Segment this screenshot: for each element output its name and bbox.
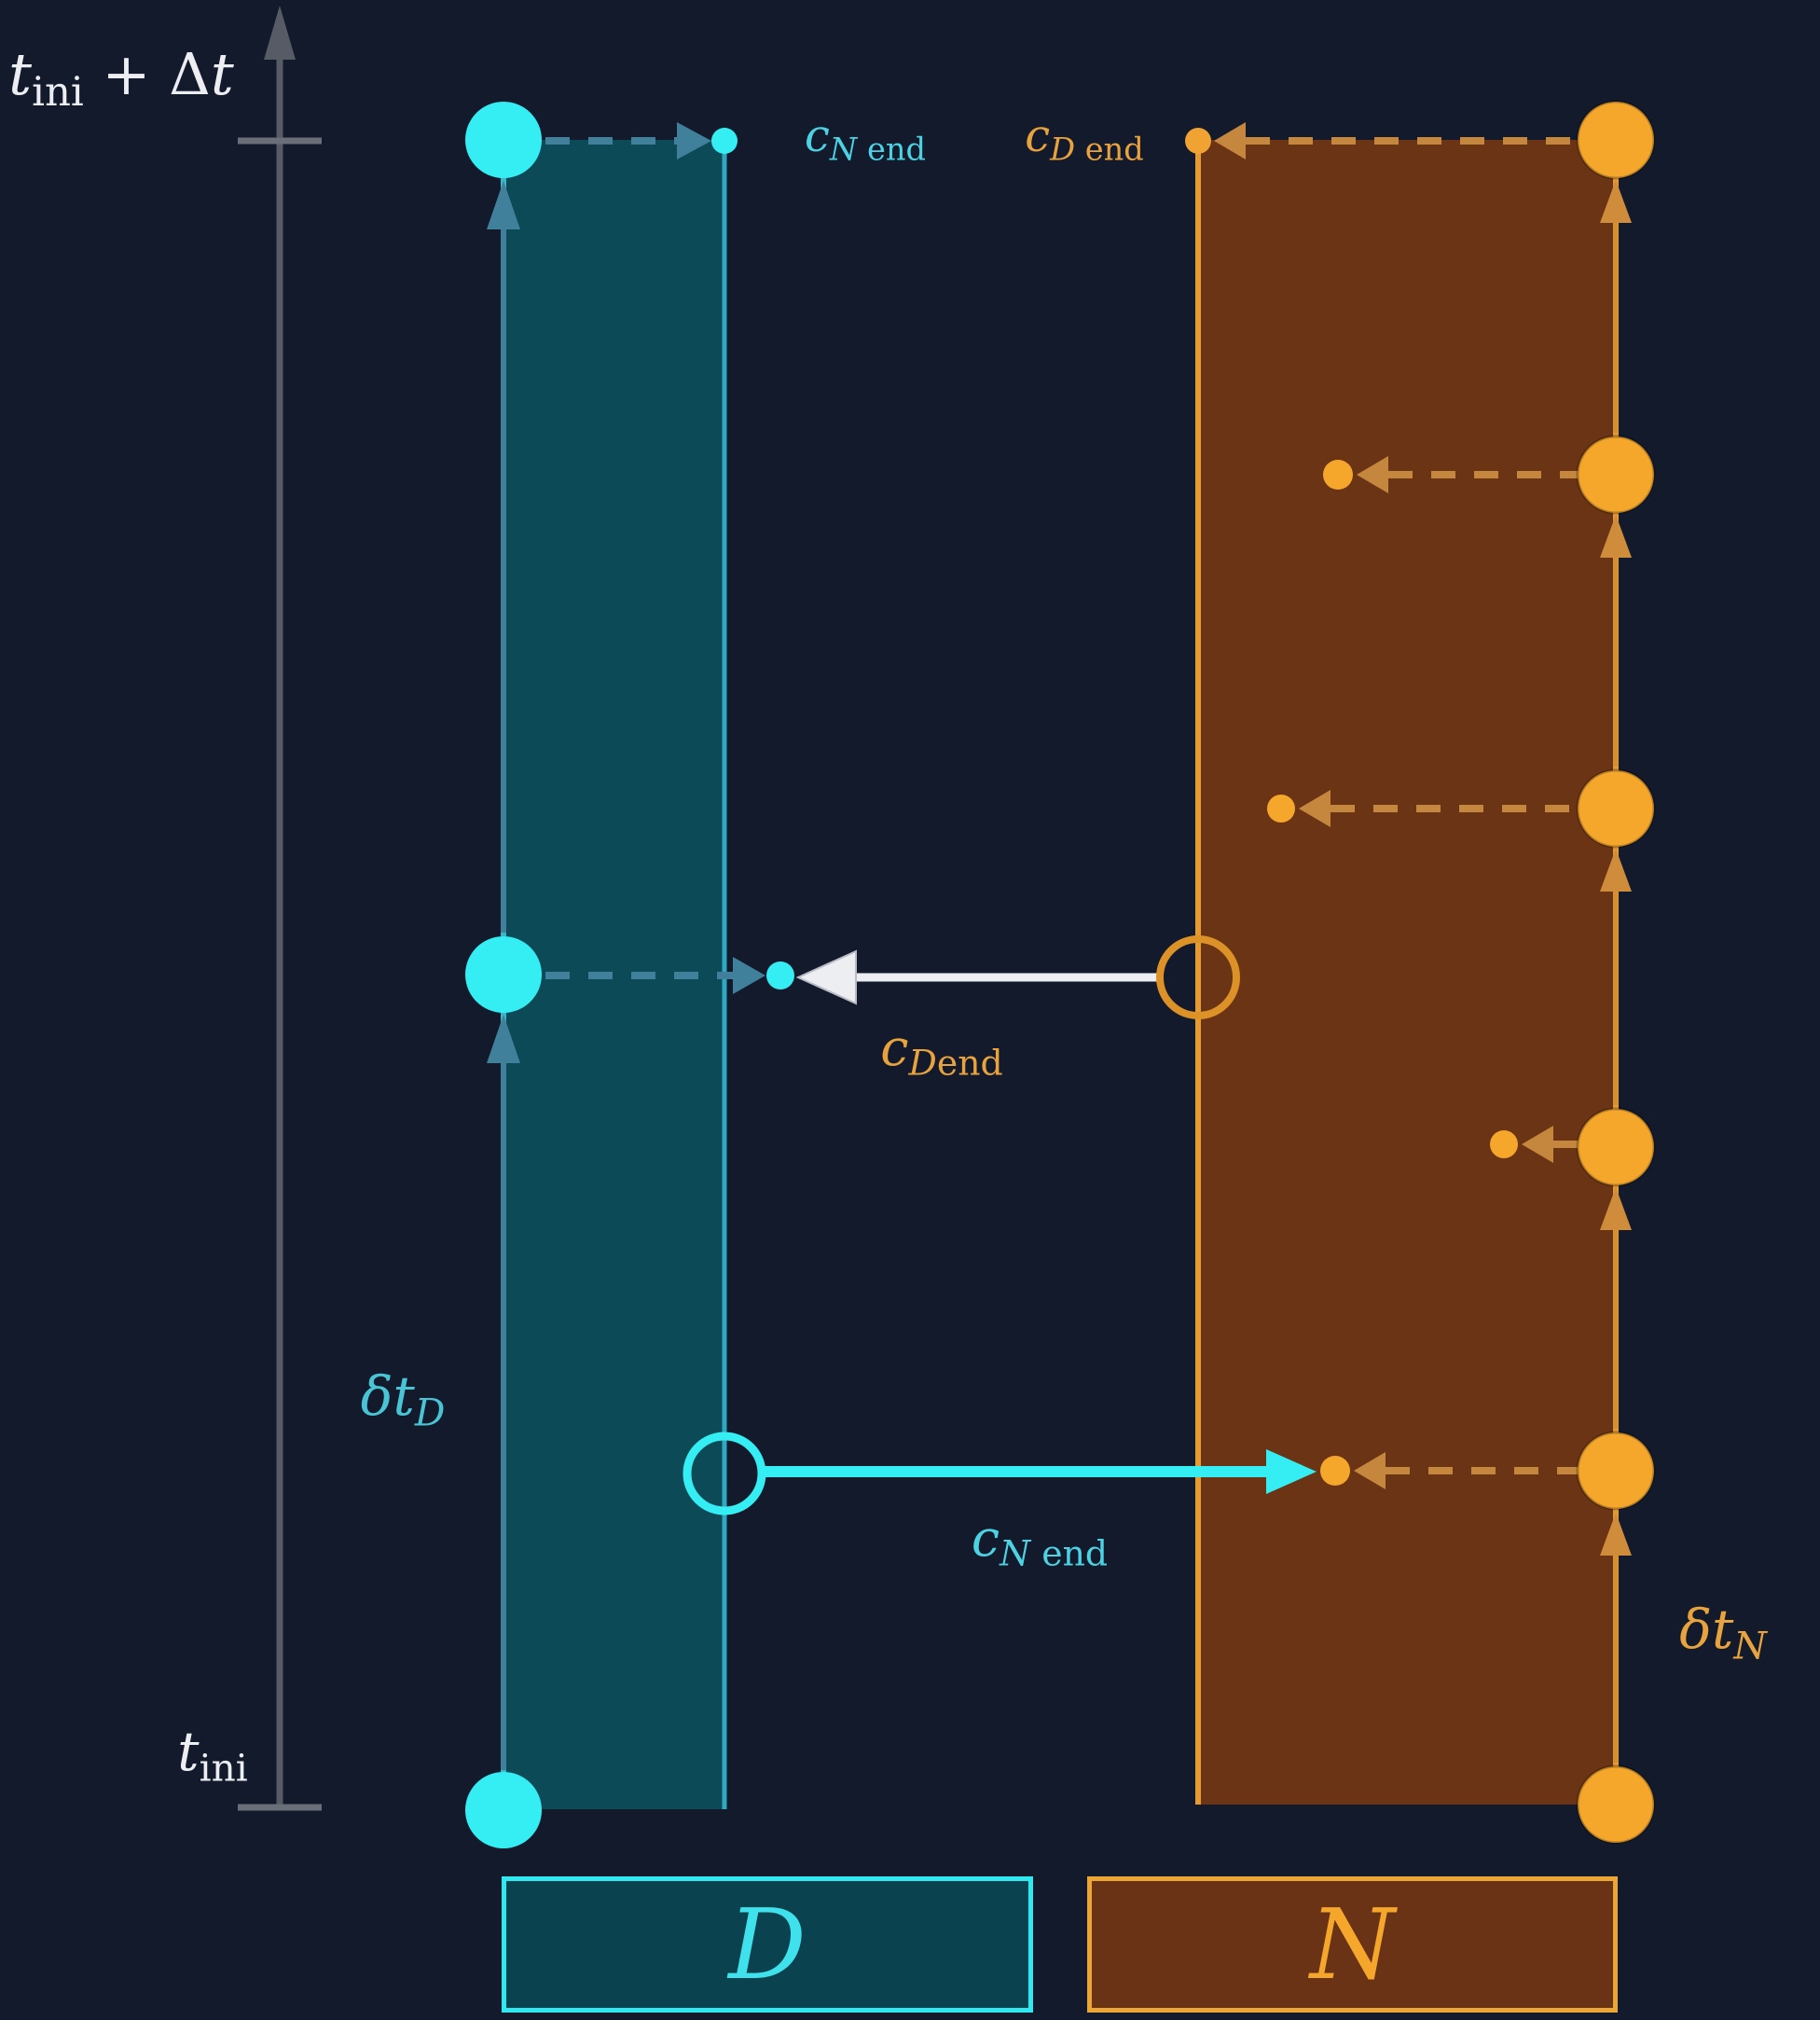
label-delta-t-d: δtD xyxy=(360,1364,446,1435)
n-interp-value-dot xyxy=(1185,128,1211,154)
n-step-node xyxy=(1576,1764,1656,1845)
n-step-node xyxy=(1576,100,1656,180)
coupling-arrowhead-cyan-icon xyxy=(1266,1449,1317,1494)
n-step-node xyxy=(1576,435,1656,515)
n-dashed-arrowhead-icon xyxy=(1354,1452,1386,1489)
n-step-node xyxy=(1576,768,1656,849)
label-c-d-end-mid: cDend xyxy=(880,1018,1003,1084)
n-solver-legend-box: N xyxy=(1087,1876,1618,2013)
n-solver-band xyxy=(1198,140,1616,1805)
d-dashed-arrowhead-icon xyxy=(733,957,765,994)
label-delta-t-n: δtN xyxy=(1679,1598,1767,1668)
n-step-node xyxy=(1576,1107,1656,1187)
d-substep-arrowhead-icon xyxy=(487,181,520,229)
n-dashed-arrowhead-icon xyxy=(1299,790,1331,827)
d-dashed-arrowhead-icon xyxy=(677,122,711,159)
d-interp-value-dot xyxy=(766,962,794,989)
axis-label-t-ini: tini xyxy=(177,1720,248,1791)
d-substep-arrowhead-icon xyxy=(487,1015,520,1063)
n-substep-arrowhead-icon xyxy=(1600,515,1632,558)
n-substep-arrowhead-icon xyxy=(1600,849,1632,892)
n-interp-value-dot xyxy=(1267,795,1295,823)
n-substep-arrowhead-icon xyxy=(1600,1513,1632,1556)
n-dashed-arrowhead-icon xyxy=(1357,456,1388,493)
d-step-node xyxy=(465,936,542,1013)
n-solver-letter: N xyxy=(1310,1888,1395,2001)
d-interp-value-dot xyxy=(711,128,738,154)
n-substep-arrowhead-icon xyxy=(1600,180,1632,223)
label-c-d-end-top: cD end xyxy=(1025,110,1144,168)
n-substep-arrowhead-icon xyxy=(1600,1187,1632,1230)
d-solver-letter: D xyxy=(728,1888,807,2001)
n-step-node xyxy=(1576,1431,1656,1511)
d-step-node xyxy=(465,1772,542,1848)
axis-label-t-ini-plus-dt: tini + Δt xyxy=(8,40,234,117)
d-step-node xyxy=(465,102,542,178)
d-solver-legend-box: D xyxy=(502,1876,1033,2013)
label-c-n-end-mid: cN end xyxy=(971,1509,1109,1574)
n-interp-value-dot xyxy=(1323,460,1353,490)
n-interp-value-dot xyxy=(1490,1130,1518,1158)
n-dashed-arrowhead-icon xyxy=(1214,122,1246,159)
n-short-arrowhead-icon xyxy=(1522,1126,1553,1163)
n-coupling-node-ring xyxy=(1156,935,1240,1019)
time-axis-arrowhead-icon xyxy=(264,6,296,60)
coupling-arrowhead-white-icon xyxy=(795,949,857,1005)
n-interp-value-dot xyxy=(1320,1456,1350,1486)
d-coupling-node-ring xyxy=(682,1432,766,1515)
label-c-n-end-top: cN end xyxy=(805,110,926,168)
